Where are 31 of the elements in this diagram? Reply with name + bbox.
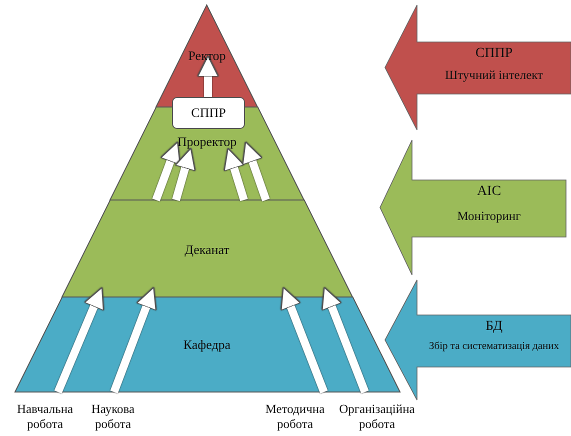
pyramid-level [110,107,304,200]
arrow-banner [385,280,571,400]
banner-text: Моніторинг [456,208,522,224]
caption-text: Організаційна робота [338,402,416,432]
caption-text: Навчальна робота [16,402,74,432]
level-label: Деканат [184,242,230,258]
arrow [242,141,270,202]
banner-title: БД [484,319,504,335]
caption-text: Методична робота [264,402,326,432]
arrow [196,55,220,97]
pyramid-level [62,200,352,297]
arrow [321,286,369,394]
banner-text: Збір та систематизація даних [428,341,560,352]
banner-text: Штучний інтелект [444,68,544,83]
arrow-banner [385,5,571,130]
arrow [224,148,248,202]
level-label: Проректор [176,134,238,150]
arrow-banner [380,140,566,275]
banner-title: СППР [474,46,514,62]
banner-title: АІС [476,184,502,200]
arrow [280,286,328,394]
arrow [172,148,196,202]
box-label: СППР [190,105,227,121]
arrow [110,286,157,394]
level-label: Ректор [187,48,227,64]
pyramid-level [14,297,400,392]
arrow [152,141,181,202]
caption-text: Наукова робота [90,402,136,432]
process-box [172,97,245,129]
arrow [54,286,104,394]
level-label: Кафедра [182,337,232,353]
